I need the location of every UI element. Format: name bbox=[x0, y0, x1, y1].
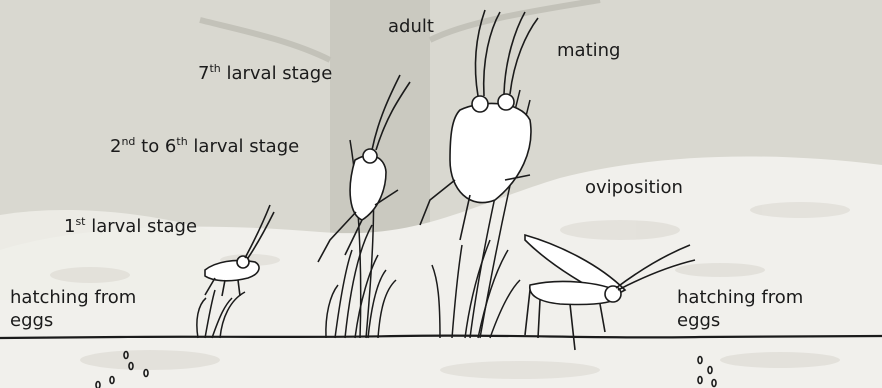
label-2nd-to-6th-larval-stage: 2nd to 6th larval stage bbox=[110, 136, 299, 158]
hatching-right-line2: eggs bbox=[677, 309, 803, 332]
stage7-text: larval stage bbox=[221, 63, 333, 84]
stage2to6-number-1: 2 bbox=[110, 136, 121, 157]
hatching-left-line2: eggs bbox=[10, 309, 136, 332]
stage1-suffix: st bbox=[75, 215, 85, 228]
stage2to6-suffix-1: nd bbox=[121, 135, 135, 148]
stage1-text: larval stage bbox=[86, 216, 198, 237]
label-1st-larval-stage: 1st larval stage bbox=[64, 216, 197, 238]
label-hatching-right: hatching from eggs bbox=[677, 286, 803, 332]
label-adult: adult bbox=[388, 16, 434, 38]
hatching-right-line1: hatching from bbox=[677, 286, 803, 309]
stage7-suffix: th bbox=[209, 62, 220, 75]
label-mating: mating bbox=[557, 40, 620, 62]
hatching-left-line1: hatching from bbox=[10, 286, 136, 309]
stage7-number: 7 bbox=[198, 63, 209, 84]
label-hatching-left: hatching from eggs bbox=[10, 286, 136, 332]
stage2to6-middle: to 6 bbox=[135, 136, 176, 157]
stage2to6-text: larval stage bbox=[188, 136, 300, 157]
stage1-number: 1 bbox=[64, 216, 75, 237]
label-oviposition: oviposition bbox=[585, 177, 683, 199]
stage2to6-suffix-2: th bbox=[176, 135, 187, 148]
label-7th-larval-stage: 7th larval stage bbox=[198, 63, 332, 85]
